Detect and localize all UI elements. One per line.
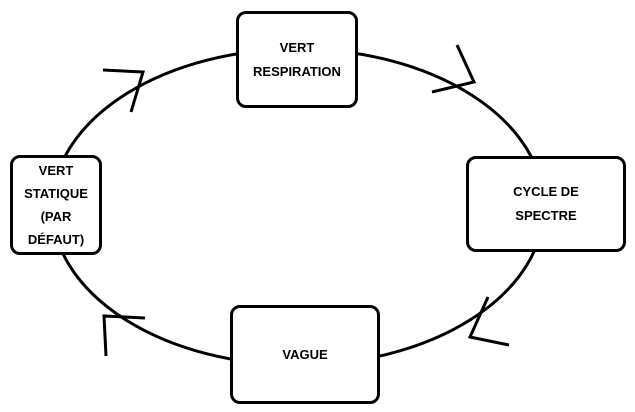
node-label: CYCLE DE: [513, 184, 579, 199]
arrow-to-spectre-icon: [431, 44, 477, 94]
node-label: VERT: [38, 163, 74, 178]
node-vague: VAGUE: [230, 305, 380, 404]
arrow-to-respiration-icon: [102, 68, 145, 113]
node-label: SPECTRE: [515, 208, 577, 223]
node-label: DÉFAUT): [27, 232, 85, 247]
node-vert-statique-par-defaut: VERT STATIQUE (PAR DÉFAUT): [10, 155, 102, 255]
node-label: STATIQUE: [24, 186, 88, 201]
node-label: RESPIRATION: [253, 63, 341, 79]
node-label: VERT: [279, 39, 315, 55]
node-vert-respiration: VERT RESPIRATION: [236, 11, 358, 108]
arrow-to-statique-icon: [102, 314, 146, 357]
node-label: VAGUE: [282, 346, 328, 362]
node-cycle-de-spectre: CYCLE DE SPECTRE: [466, 156, 626, 252]
arrow-to-vague-icon: [467, 296, 510, 347]
node-label: (PAR: [40, 209, 72, 224]
